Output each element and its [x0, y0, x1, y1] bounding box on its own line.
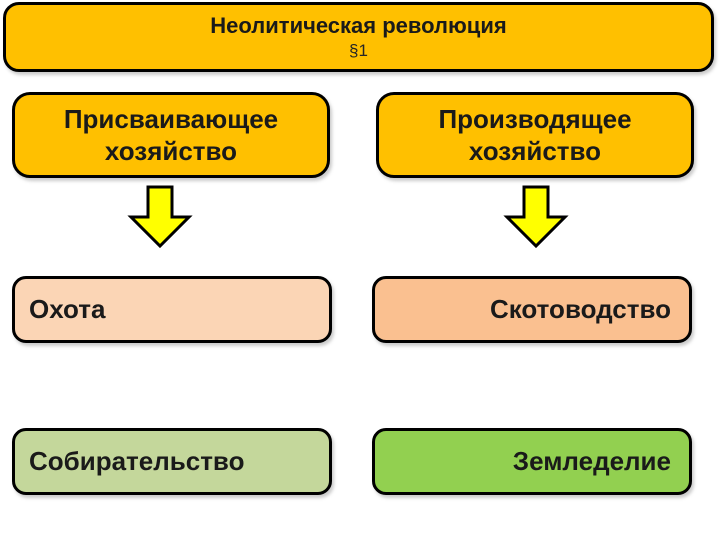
item-box-hunting: Охота: [12, 276, 332, 343]
slide-title: Неолитическая революция: [210, 13, 507, 38]
item-box-herding: Скотоводство: [372, 276, 692, 343]
title-box: Неолитическая революция §1: [3, 2, 714, 72]
item-box-gathering: Собирательство: [12, 428, 332, 495]
down-arrow-left-icon: [127, 185, 193, 249]
paragraph-ref: §1: [349, 41, 368, 60]
column-header-appropriating: Присваивающее хозяйство: [12, 92, 330, 178]
down-arrow-right-icon: [503, 185, 569, 249]
item-box-farming: Земледелие: [372, 428, 692, 495]
column-header-producing: Производящее хозяйство: [376, 92, 694, 178]
